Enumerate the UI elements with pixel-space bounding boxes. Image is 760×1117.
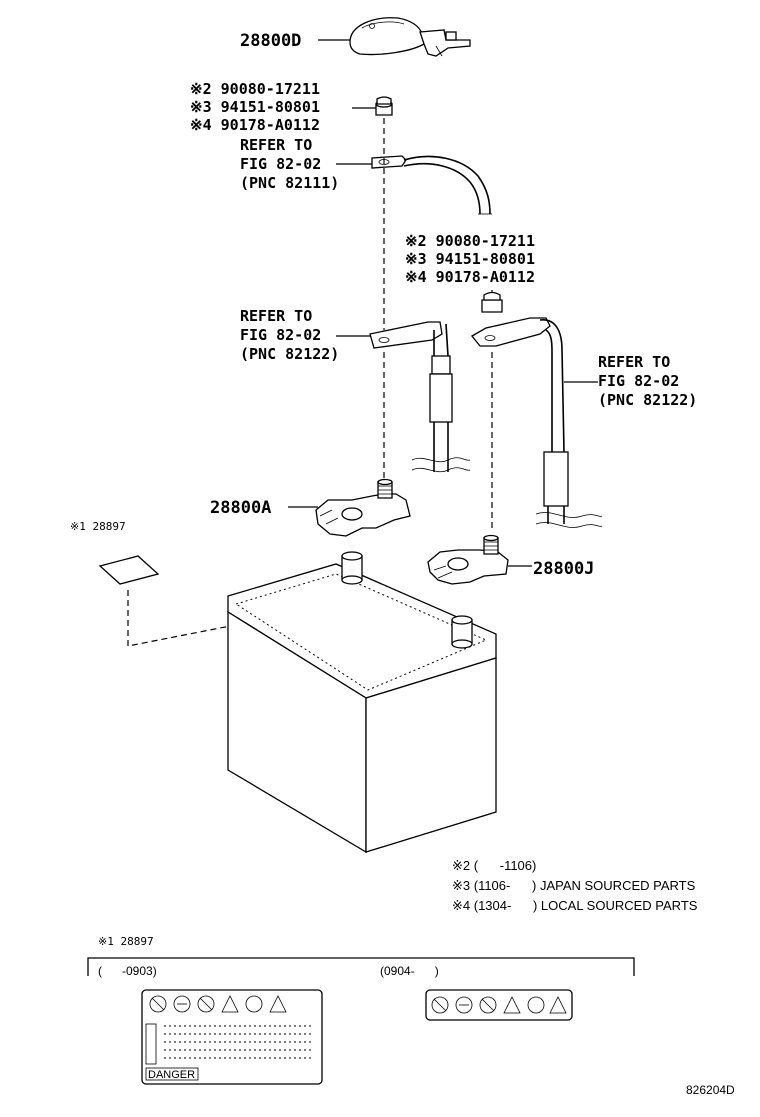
lower-ref-2: ※2 90080-17211: [405, 232, 535, 250]
lower-ref-4: ※4 90178-A0112: [405, 268, 535, 286]
refer-2-line1: REFER TO: [240, 307, 312, 325]
label-part-number: ※1 28897: [70, 520, 126, 533]
nut-upper: [375, 96, 393, 116]
refer-1-line2: FIG 82-02: [240, 155, 321, 173]
nut-lower: [481, 291, 503, 313]
upper-ref-4: ※4 90178-A0112: [190, 116, 320, 134]
ground-cable-upper: [371, 155, 492, 215]
label-section-bracket: [87, 957, 635, 976]
terminal-cover: [349, 17, 471, 57]
refer-1-line1: REFER TO: [240, 136, 312, 154]
label-range-left: ( -0903): [98, 964, 157, 978]
cable-negative: [471, 317, 603, 528]
note-3: ※3 (1106- ) JAPAN SOURCED PARTS: [452, 878, 696, 893]
note-2: ※2 ( -1106): [452, 858, 536, 873]
refer-3-line2: FIG 82-02: [598, 372, 679, 390]
lower-ref-3: ※3 94151-80801: [405, 250, 535, 268]
figure-code: 826204D: [686, 1083, 735, 1097]
note-4: ※4 (1304- ) LOCAL SOURCED PARTS: [452, 898, 698, 913]
label-new-version: [425, 989, 573, 1021]
label-old-version: DANGER: [141, 989, 323, 1085]
label-section-title: ※1 28897: [98, 935, 154, 948]
cable-positive-lug: [369, 321, 471, 473]
refer-3-line1: REFER TO: [598, 353, 670, 371]
warning-symbols-row: [149, 995, 287, 1013]
negative-clamp: [427, 534, 509, 585]
warning-label-sticker: [98, 555, 160, 585]
battery: [227, 551, 497, 854]
refer-1-line3: (PNC 82111): [240, 174, 339, 192]
positive-post: [341, 551, 363, 585]
negative-post: [451, 615, 473, 649]
label-range-right: (0904- ): [380, 964, 439, 978]
positive-clamp: [315, 478, 411, 537]
cover-part-number: 28800D: [240, 31, 301, 51]
refer-2-line2: FIG 82-02: [240, 326, 321, 344]
danger-text: DANGER: [148, 1069, 195, 1081]
upper-ref-2: ※2 90080-17211: [190, 80, 320, 98]
positive-clamp-part-number: 28800A: [210, 498, 271, 518]
negative-clamp-part-number: 28800J: [533, 559, 594, 579]
upper-ref-3: ※3 94151-80801: [190, 98, 320, 116]
refer-2-line3: (PNC 82122): [240, 345, 339, 363]
refer-3-line3: (PNC 82122): [598, 391, 697, 409]
